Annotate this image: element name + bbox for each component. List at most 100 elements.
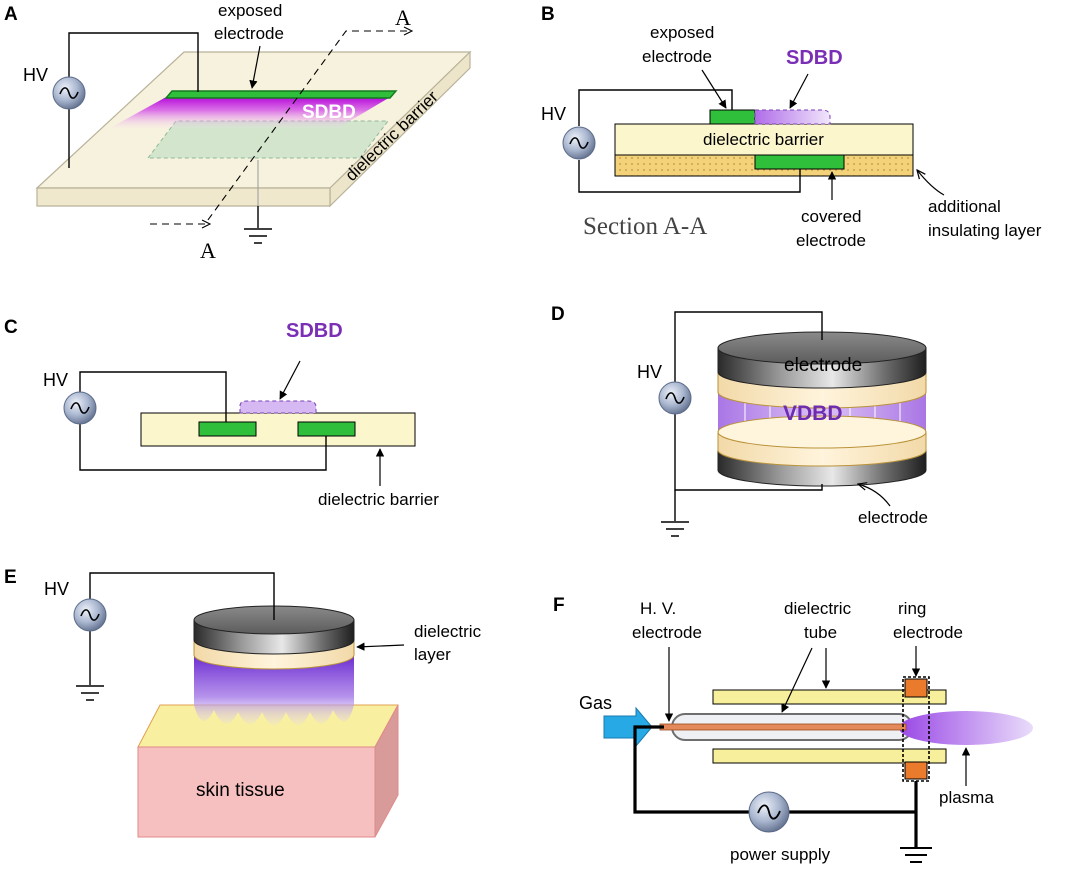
hv-electrode-f (659, 723, 907, 731)
panel-b: B dielectric barrier HV exposed electrod… (541, 4, 1042, 250)
label-hv-b: HV (541, 104, 566, 124)
label-hv-electrode-f-2: electrode (632, 623, 702, 642)
panel-f: F Gas power supply H. V. electrode (553, 595, 1033, 864)
panel-e: E skin tissue HV dielectric layer (4, 567, 482, 838)
electrode-c-right (297, 421, 356, 437)
dielectric-slab-front (36, 187, 331, 207)
ground-icon-e (76, 685, 104, 701)
label-hv-c: HV (43, 370, 68, 390)
label-power-supply: power supply (730, 845, 831, 864)
ground-icon-d (661, 521, 689, 537)
dielectric-d-bottom-top (717, 415, 927, 449)
label-plasma-f: plasma (939, 788, 994, 807)
ac-source-icon-e (73, 598, 107, 632)
wire-c-top (79, 371, 227, 422)
ring-electrode-bottom (904, 761, 928, 780)
dielectric-barrier-c (140, 412, 416, 447)
panel-letter-c: C (4, 317, 18, 338)
ac-source-icon-a (52, 76, 86, 110)
ground-icon-a (244, 228, 272, 244)
panel-letter-b: B (541, 4, 555, 25)
exposed-electrode-b (709, 109, 756, 125)
label-covered-b-1: covered (801, 207, 861, 226)
label-ring-electrode-f-2: electrode (893, 623, 963, 642)
plasma-jet-e (194, 655, 354, 725)
covered-electrode (146, 120, 390, 159)
ac-source-icon-d (658, 381, 692, 415)
wire-a-top (68, 32, 199, 92)
panel-d: D electrode VDBD HV (551, 304, 928, 537)
label-dielectric-barrier-b: dielectric barrier (703, 130, 824, 149)
arrow-insulating-b (917, 170, 945, 196)
panel-letter-d: D (551, 304, 565, 325)
wire-e-top (89, 572, 275, 620)
label-covered-b-2: electrode (796, 231, 866, 250)
wire-b-bottom (578, 160, 801, 193)
ac-source-icon-b (562, 126, 596, 160)
arrow-exposed-a (249, 45, 261, 89)
sdbd-plasma-b (754, 109, 831, 125)
panel-c: C HV SDBD dielectric barrier (4, 317, 439, 509)
label-electrode-d-bottom: electrode (858, 508, 928, 527)
panel-letter-e: E (4, 567, 17, 588)
wire-d-bottom (674, 414, 823, 491)
label-hv-electrode-f-1: H. V. (640, 599, 676, 618)
label-section-aa: Section A-A (583, 213, 707, 240)
label-section-top: A (395, 5, 411, 30)
ac-source-icon-f (748, 791, 790, 833)
label-ring-electrode-f-1: ring (898, 599, 926, 618)
label-sdbd-b: SDBD (786, 47, 843, 69)
label-vdbd: VDBD (783, 402, 843, 425)
wire-c-bottom (79, 424, 327, 471)
electrode-c-left (198, 421, 257, 437)
label-skin-tissue: skin tissue (196, 780, 285, 801)
sdbd-plasma-c (239, 400, 317, 414)
gas-inlet-arrow (603, 706, 653, 748)
wire-d-top (674, 311, 823, 383)
plasma-plume-f (899, 711, 1033, 745)
section-arrow-bottom (201, 219, 212, 229)
label-section-bottom: A (200, 238, 216, 263)
panel-letter-f: F (553, 595, 565, 616)
arrow-electrode-d (858, 484, 891, 507)
label-hv-a: HV (23, 65, 48, 85)
arrow-exposed-b (701, 69, 727, 109)
label-dielectric-e-2: layer (414, 645, 451, 664)
label-dielectric-barrier-c: dielectric barrier (318, 490, 439, 509)
label-electrode-d-top: electrode (784, 355, 862, 376)
wire-f-left (633, 725, 752, 814)
dielectric-plate-bottom (712, 748, 947, 764)
label-hv-e: HV (44, 579, 69, 599)
label-exposed-b-1: exposed (650, 23, 714, 42)
label-dielectric-tube-f-1: dielectric (784, 599, 852, 618)
ring-electrode-top (904, 678, 928, 698)
arrow-sdbd-c (279, 360, 301, 400)
panel-letter-a: A (4, 4, 18, 25)
label-insulating-b-1: additional (928, 197, 1001, 216)
label-exposed-a-2: electrode (214, 24, 284, 43)
skin-block-front (137, 746, 376, 838)
arrow-dielectric-tube-f (781, 647, 813, 713)
wire-b-top (578, 89, 733, 126)
section-arrow-top (403, 26, 414, 36)
ac-source-icon-c (63, 391, 97, 425)
panel-a: A SDBD HV exposed electrode dielectric b (4, 1, 472, 263)
sdbd-plasma-a (110, 96, 392, 128)
label-dielectric-tube-f-2: tube (804, 623, 837, 642)
label-hv-d: HV (637, 362, 662, 382)
arrow-sdbd-b (789, 73, 809, 109)
dielectric-plate-top (712, 689, 947, 705)
label-sdbd-a: SDBD (302, 102, 356, 123)
label-insulating-b-2: insulating layer (928, 221, 1042, 240)
arrow-dielectric-e (356, 642, 405, 651)
exposed-electrode-a (164, 90, 398, 99)
covered-electrode-b (754, 154, 845, 170)
label-exposed-a-1: exposed (218, 1, 282, 20)
section-line-a (150, 30, 410, 225)
label-gas: Gas (579, 693, 612, 713)
label-dielectric-e-1: dielectric (414, 622, 482, 641)
ground-icon-f (900, 847, 932, 863)
label-exposed-b-2: electrode (642, 47, 712, 66)
label-sdbd-c: SDBD (286, 320, 343, 342)
